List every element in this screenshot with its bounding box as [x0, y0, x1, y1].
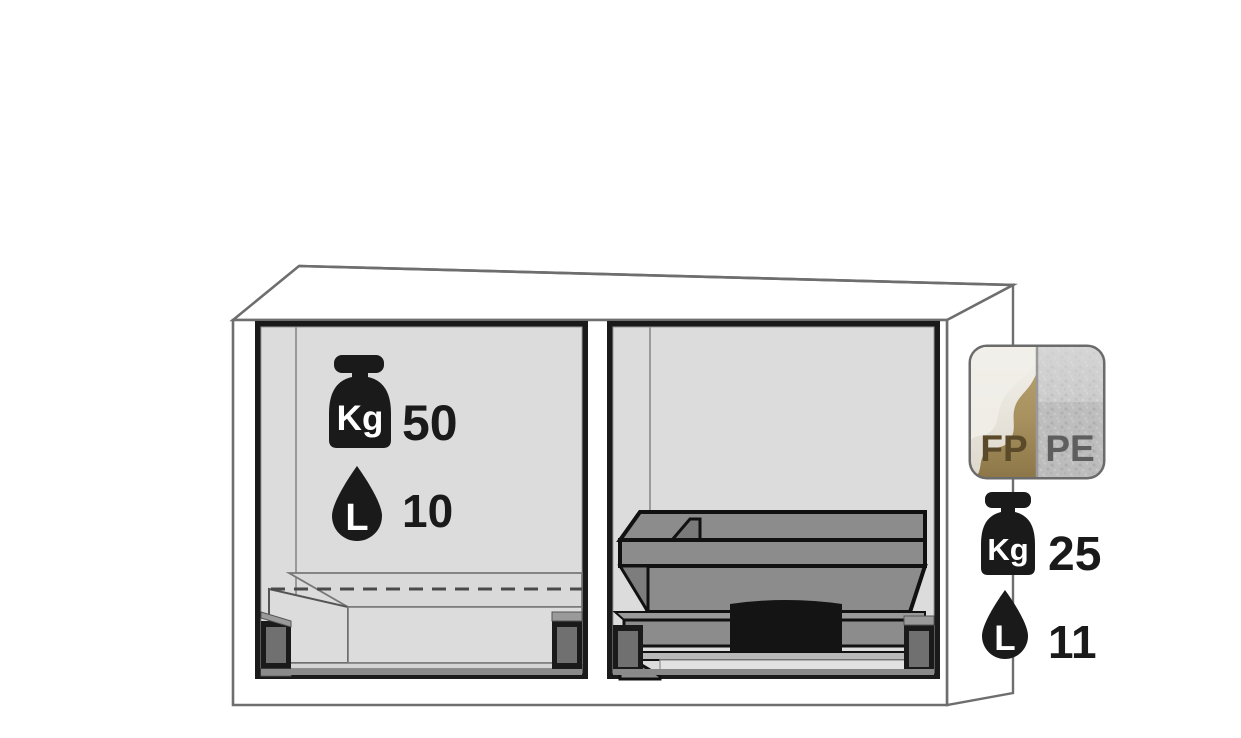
left-capacity-group: Kg 50 L 10 — [329, 355, 458, 541]
right-rail-bracket-left — [613, 625, 643, 673]
left-shelf-base — [267, 662, 583, 670]
weight-icon-label: Kg — [337, 399, 384, 438]
drop-icon-label: L — [345, 497, 368, 539]
right-pe-sump-tub[interactable] — [616, 510, 928, 618]
legend-weight-value: 25 — [1048, 528, 1101, 581]
badge-label-pe: PE — [1045, 428, 1094, 469]
legend-liquid-drop-litre-icon: L — [982, 590, 1028, 659]
liquid-drop-litre-icon: L — [332, 466, 382, 541]
left-compartment-floor — [261, 669, 582, 675]
material-finish-badge[interactable]: FP PE — [968, 344, 1106, 480]
weight-kg-icon: Kg — [329, 355, 391, 448]
left-weight-value: 50 — [402, 395, 458, 451]
right-compartment[interactable] — [607, 321, 940, 681]
left-compartment[interactable] — [255, 321, 588, 679]
right-rail-bracket-right — [903, 615, 935, 673]
cabinet-top-back-edge — [298, 264, 1014, 287]
pe-tub-left-taper — [617, 564, 650, 618]
legend-drop-icon-label: L — [994, 619, 1015, 658]
right-compartment-floor — [613, 669, 934, 675]
shelf-centre-shadow — [730, 600, 842, 652]
legend-volume-value: 11 — [1048, 616, 1097, 668]
right-support-shelf — [612, 600, 927, 652]
legend-weight-kg-icon: Kg — [981, 492, 1035, 575]
left-rail-bracket-left — [260, 611, 292, 677]
left-volume-value: 10 — [402, 485, 453, 537]
badge-label-fp: FP — [980, 428, 1027, 469]
legend-weight-icon-label: Kg — [987, 532, 1028, 567]
pe-tub-rim-top — [616, 510, 927, 542]
left-rail-bracket-right — [551, 611, 583, 669]
right-legend: FP PE Kg 25 L 11 — [968, 344, 1106, 668]
left-shelf-tray[interactable] — [267, 572, 583, 670]
pe-tub-rim-band — [618, 538, 927, 568]
left-shelf-front-face — [347, 606, 583, 664]
